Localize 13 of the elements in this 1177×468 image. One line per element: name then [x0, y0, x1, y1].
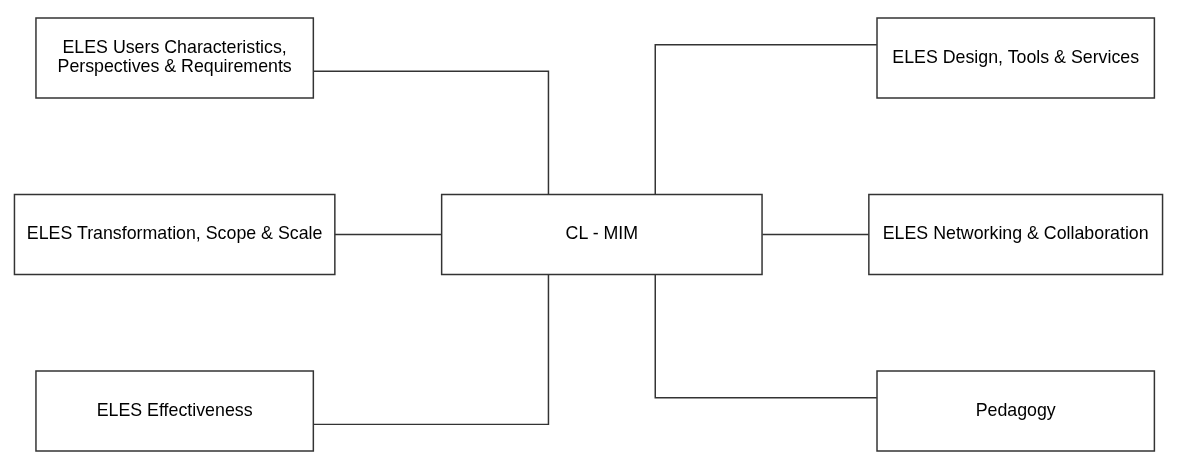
node-box: ELES Design, Tools & Services [876, 16, 1156, 99]
node-box: ELES Networking & Collaboration [868, 193, 1164, 275]
connector [654, 273, 878, 398]
node-box: CL - MIM [440, 193, 763, 275]
connector [313, 70, 550, 195]
connector [313, 273, 550, 425]
connector [334, 233, 443, 235]
node-box: ELES Effectiveness [35, 369, 315, 452]
node-box: ELES Transformation, Scope & Scale [13, 193, 336, 275]
node-box: Pedagogy [876, 369, 1156, 452]
connector [654, 43, 878, 195]
connector [761, 233, 870, 235]
node-box: ELES Users Characteristics, Perspectives & Requirements [35, 16, 315, 99]
